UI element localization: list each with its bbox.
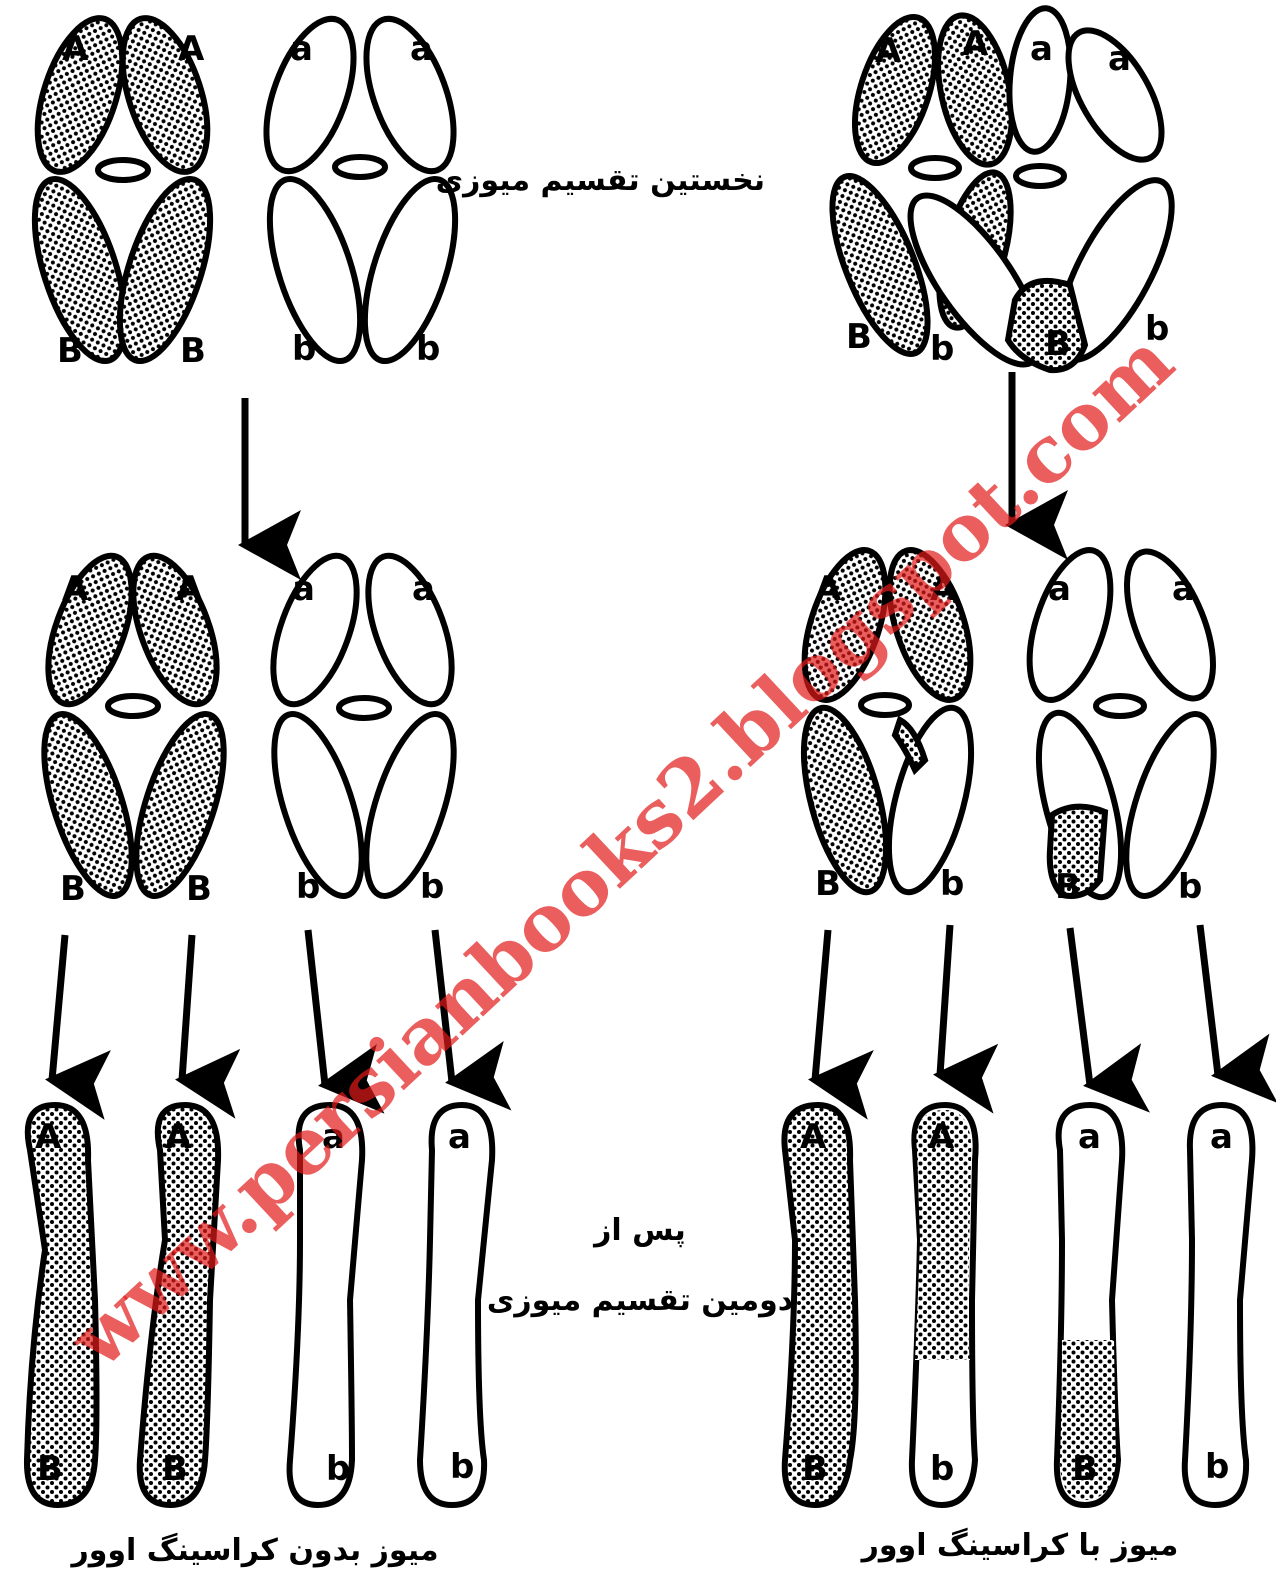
arrow-down (1200, 925, 1218, 1075)
gene-label: B (162, 1449, 188, 1489)
gene-label: A (165, 1117, 192, 1157)
gene-label: B (1055, 867, 1081, 907)
gene-label: a (1048, 569, 1071, 609)
gene-label: B (802, 1449, 828, 1489)
centromere (861, 695, 909, 715)
gene-label: A (62, 29, 89, 69)
gene-label: A (962, 24, 989, 64)
right-panel: A A a a B b B b A A B b a (784, 6, 1252, 1505)
gene-label: B (1072, 1449, 1098, 1489)
gene-label: a (1030, 29, 1053, 69)
gene-label: a (412, 569, 435, 609)
chromatid-arm (351, 545, 468, 715)
chromatid-shaded (784, 1105, 855, 1505)
gene-label: a (1078, 1117, 1101, 1157)
centromere (911, 158, 959, 178)
gene-label: A (178, 29, 205, 69)
first-division-label: نخستین تقسیم میوزی (436, 163, 765, 198)
centromere (1096, 696, 1144, 716)
arrow-down (52, 935, 65, 1080)
gene-label: A (928, 1117, 955, 1157)
chromatid-arm (116, 545, 233, 715)
crossover-segment (895, 720, 925, 770)
left-panel: A A B B a a b b A A B B (16, 8, 492, 1505)
centromere (339, 698, 389, 718)
gene-label: b (296, 867, 320, 907)
arrow-down (308, 930, 325, 1085)
gene-label: b (1205, 1447, 1229, 1487)
chromatid-arm (26, 704, 149, 906)
gene-label: b (420, 867, 444, 907)
chromatid-arm (348, 704, 471, 906)
gene-label: a (1108, 39, 1131, 79)
after-second-division-label-2: دومین تقسیم میوزی (487, 1283, 793, 1318)
after-second-division-label-1: پس از (592, 1213, 686, 1248)
gene-label: A (800, 1117, 827, 1157)
recombinant-chromosome-2 (1014, 540, 1232, 906)
centromere (335, 157, 385, 177)
gene-label: A (62, 569, 89, 609)
chromatid-arm (1109, 540, 1230, 710)
chromatid-arm (1108, 704, 1231, 906)
gene-label: b (450, 1447, 474, 1487)
centromere (98, 160, 148, 180)
gene-label: B (37, 1449, 63, 1489)
gene-label: B (60, 869, 86, 909)
arrows-to-chromatids-right (815, 925, 1218, 1085)
caption-without-crossing-over: میوز بدون کراسینگ اوور (69, 1532, 438, 1568)
arrow-down (815, 930, 828, 1080)
gene-label: a (292, 569, 315, 609)
gene-label: B (815, 864, 841, 904)
gene-label: a (1172, 569, 1195, 609)
gene-label: b (326, 1449, 350, 1489)
chromatid-open (1185, 1105, 1253, 1505)
chromatid-arm (31, 545, 148, 715)
chromosome-shaded-middle-left (26, 545, 241, 906)
gene-label: B (180, 331, 206, 371)
gene-label: b (930, 329, 954, 369)
gene-label: a (410, 29, 433, 69)
chromatids-right (784, 1105, 1252, 1505)
caption-with-crossing-over: میوز با کراسینگ اوور (860, 1527, 1179, 1563)
centromere (108, 696, 158, 716)
gene-label: a (290, 29, 313, 69)
arrow-down (1070, 928, 1090, 1085)
gene-label: A (875, 31, 902, 71)
chromatid-open (420, 1105, 492, 1505)
gene-label: B (57, 331, 83, 371)
arrow-down (940, 925, 950, 1075)
chromatid-arm (1004, 6, 1076, 155)
chromatid-arm (346, 169, 473, 372)
gene-label: A (35, 1117, 62, 1157)
gene-label: a (1210, 1117, 1233, 1157)
gene-label: A (176, 569, 203, 609)
gene-label: B (846, 317, 872, 357)
chromatid-arm (1014, 540, 1127, 709)
gene-label: B (1045, 324, 1071, 364)
chromatid-arm (256, 545, 373, 715)
chromosome-open-middle-left (256, 545, 471, 906)
chromatid-arm (106, 8, 224, 182)
chromatid-arm (873, 699, 988, 900)
gene-label: b (940, 864, 964, 904)
centromere (1016, 166, 1064, 186)
gene-label: b (292, 329, 316, 369)
chromatid-arm (118, 704, 241, 906)
gene-label: a (448, 1117, 471, 1157)
arrow-down (182, 935, 192, 1080)
gene-label: b (416, 329, 440, 369)
gene-label: b (1178, 867, 1202, 907)
gene-label: B (186, 869, 212, 909)
gene-label: b (930, 1449, 954, 1489)
